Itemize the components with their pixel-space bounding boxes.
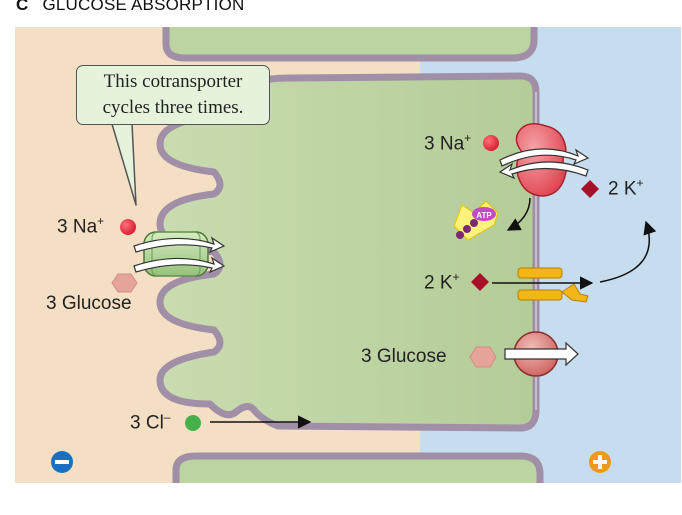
callout-line-2: cycles three times.: [102, 97, 244, 118]
chloride-label: 3 Cl–: [130, 410, 171, 434]
sglt-cotransporter: [133, 231, 226, 277]
atp-label: ATP: [476, 211, 492, 220]
atp-molecule-icon: [453, 200, 499, 241]
right-sodium-label: 3 Na+: [424, 131, 472, 155]
glucose-uniporter: [504, 331, 579, 377]
right-potassium-out-icon: [581, 180, 599, 198]
minus-sign-icon: [51, 451, 73, 473]
potassium-channel: [517, 267, 589, 303]
lower-neighbor-cell: [172, 452, 544, 483]
upper-neighbor-cell: [162, 27, 538, 62]
right-potassium-out-label: 2 K+: [608, 176, 644, 200]
right-potassium-in-label: 2 K+: [424, 270, 460, 294]
chloride-icon: [185, 415, 201, 431]
right-potassium-in-icon: [471, 273, 489, 291]
potassium-recycle-arrow: [599, 220, 657, 283]
right-glucose-label: 3 Glucose: [361, 346, 447, 367]
left-sodium-icon: [120, 219, 136, 235]
right-sodium-icon: [483, 135, 499, 151]
panel-letter: C: [16, 0, 29, 14]
epithelial-cell: [156, 72, 540, 432]
left-glucose-label: 3 Glucose: [46, 293, 132, 314]
atp-hydrolysis-arrow: [506, 197, 531, 231]
panel-title: GLUCOSE ABSORPTION: [42, 0, 245, 14]
right-glucose-icon: [469, 346, 497, 368]
callout-line-1: This cotransporter: [103, 71, 243, 92]
left-sodium-label: 3 Na+: [57, 214, 105, 238]
plus-sign-icon: [589, 451, 611, 473]
na-k-atpase-pump: [498, 123, 590, 197]
panel-header: C GLUCOSE ABSORPTION: [16, 0, 244, 15]
callout-box: This cotransporter cycles three times.: [76, 65, 270, 125]
left-glucose-icon: [111, 273, 138, 293]
